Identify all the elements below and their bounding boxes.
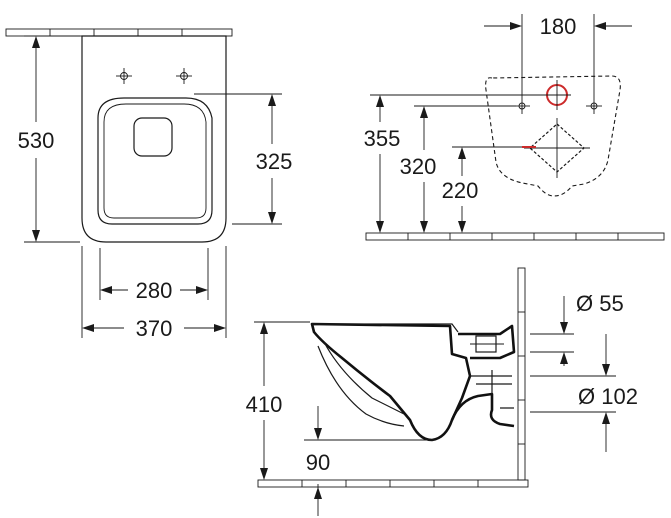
trap-profile (450, 392, 515, 428)
dimension-outlet-diameter: Ø 102 (530, 334, 638, 452)
waste-outlet (522, 118, 590, 178)
rear-fixing-left (514, 98, 530, 114)
outlet-pipe (470, 375, 512, 385)
bowl-outer-curve (317, 345, 405, 427)
seat-inner-outline (103, 103, 207, 219)
dimension-outer-width: 370 (81, 246, 227, 341)
ceramic-outline-dashed (485, 75, 621, 197)
dimension-inner-width-label: 280 (136, 278, 173, 303)
seat-profile (312, 323, 459, 333)
rear-view: 180 355 320 220 (364, 14, 665, 241)
fixing-point-right (176, 68, 192, 84)
dimension-fixing-spacing: 180 (484, 14, 632, 98)
seat-outline (97, 97, 213, 225)
dimension-height-middle-label: 320 (400, 154, 437, 179)
bowl-outline (81, 35, 227, 243)
dimension-height-lower-label: 220 (442, 178, 479, 203)
dimension-height-lower: 220 (442, 146, 522, 233)
dimension-seat-depth-label: 325 (256, 149, 293, 174)
dimension-outer-width-label: 370 (136, 316, 173, 341)
inlet-block (458, 324, 516, 360)
wall-tiles-side (517, 267, 526, 481)
dimension-height-upper-label: 355 (364, 126, 401, 151)
top-view: 530 325 280 (5, 28, 293, 341)
dimension-inlet-diameter-label: Ø 55 (576, 291, 624, 316)
side-view: 410 90 Ø 55 Ø 1 (246, 267, 638, 516)
dimension-outlet-offset: 90 (304, 406, 434, 516)
dimension-outlet-diameter-label: Ø 102 (578, 384, 638, 409)
rear-fixing-right (586, 98, 602, 114)
dimension-inner-width: 280 (99, 248, 209, 303)
dimension-length-label: 530 (18, 128, 55, 153)
dimension-side-height-label: 410 (246, 392, 283, 417)
dimension-height-middle: 320 (400, 105, 516, 233)
fixing-point-left (116, 68, 132, 84)
dimension-seat-depth: 325 (194, 93, 293, 225)
dimension-fixing-spacing-label: 180 (540, 14, 577, 39)
bowl-opening (133, 117, 173, 157)
dimension-inlet-diameter: Ø 55 (530, 291, 624, 366)
dimension-height-upper: 355 (364, 94, 548, 233)
floor-tiles-rear (365, 232, 665, 241)
dimension-outlet-offset-label: 90 (306, 450, 330, 475)
wall-tiles-top (5, 28, 233, 37)
bowl-inner-curve (323, 341, 405, 415)
floor-tiles-side (257, 479, 529, 488)
dimension-side-height: 410 (246, 321, 310, 480)
dimension-length: 530 (18, 35, 80, 243)
rear-support (491, 370, 514, 409)
bowl-profile (310, 322, 472, 442)
